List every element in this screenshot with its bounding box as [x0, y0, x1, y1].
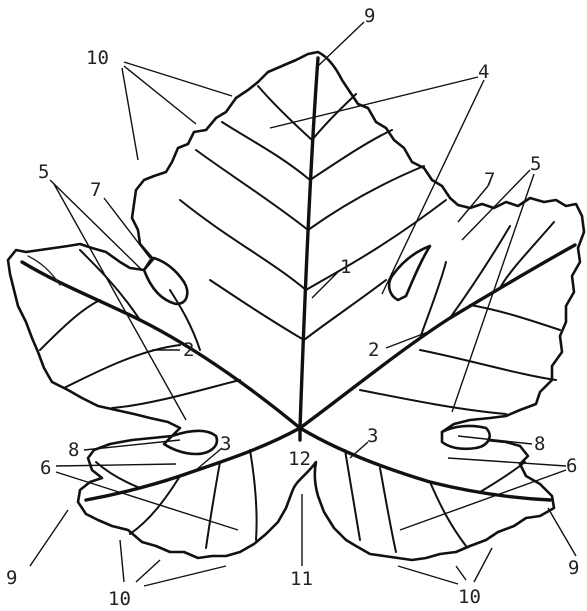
label-2-right: 2 — [368, 339, 379, 361]
label-8-left: 8 — [68, 439, 79, 461]
label-1: 1 — [340, 256, 351, 278]
label-6-left: 6 — [40, 457, 51, 479]
label-4: 4 — [478, 61, 489, 83]
leader-10-bottom-right-b — [456, 566, 466, 580]
label-10-top: 10 — [86, 47, 109, 69]
label-10-bottom-right: 10 — [458, 586, 481, 608]
label-8-right: 8 — [534, 433, 545, 455]
leader-9-right — [548, 508, 576, 556]
label-11: 11 — [290, 568, 313, 590]
label-9-right: 9 — [568, 557, 579, 579]
leader-10-bottom-right-a — [398, 566, 458, 584]
label-2-left: 2 — [183, 339, 194, 361]
leader-10-bottom-left-a — [120, 540, 124, 582]
label-12: 12 — [288, 448, 311, 470]
label-5-left: 5 — [38, 161, 49, 183]
leader-10-bottom-right-c — [474, 548, 492, 582]
leader-10-top-c — [122, 68, 138, 160]
label-9-top: 9 — [364, 5, 375, 27]
label-10-bottom-left: 10 — [108, 588, 131, 610]
leader-10-bottom-left-c — [144, 566, 226, 586]
label-3-right: 3 — [367, 425, 378, 447]
leader-10-top-b — [124, 66, 196, 124]
label-6-right: 6 — [566, 455, 577, 477]
leader-9-top — [318, 22, 364, 66]
label-9-left: 9 — [6, 567, 17, 589]
label-5-right: 5 — [530, 153, 541, 175]
leader-10-bottom-left-b — [136, 560, 160, 582]
label-7-right: 7 — [484, 169, 495, 191]
leader-9-left — [30, 510, 68, 566]
label-3-left: 3 — [220, 433, 231, 455]
label-7-left: 7 — [90, 179, 101, 201]
